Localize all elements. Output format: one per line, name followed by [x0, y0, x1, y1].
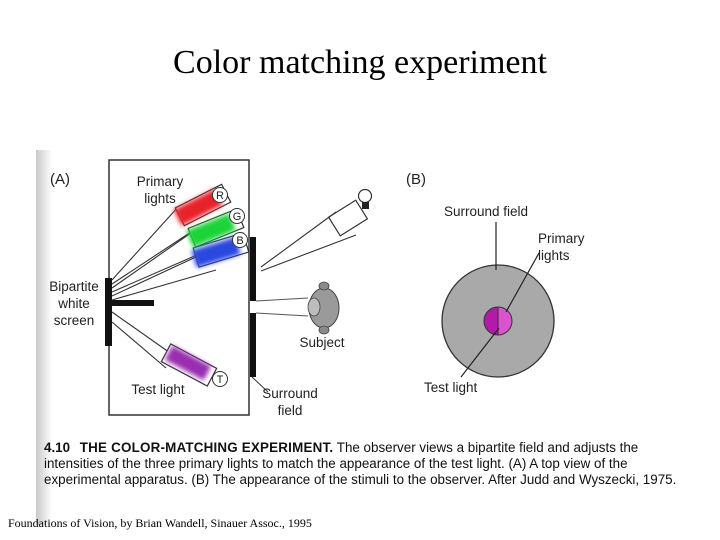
red-light-glow	[173, 188, 223, 226]
source-footer: Foundations of Vision, by Brian Wandell,…	[8, 516, 312, 530]
panel-a-label: (A)	[50, 171, 70, 188]
panel-a: (A)	[49, 159, 373, 418]
caption-figure-number: 4.10	[44, 440, 71, 455]
light-b-label: B	[236, 235, 243, 247]
figure-caption: 4.10 THE COLOR-MATCHING EXPERIMENT. The …	[44, 440, 694, 488]
green-light-glow	[186, 213, 236, 248]
test-light-label-b: Test light	[424, 380, 478, 395]
bulb-base	[362, 202, 369, 209]
surround-pointer	[251, 376, 269, 393]
subject-label: Subject	[299, 335, 344, 350]
colored-light-glow	[173, 188, 241, 268]
test-leader	[460, 327, 500, 378]
bipartite-label-line1: Bipartite	[49, 279, 99, 294]
bipartite-screen	[105, 278, 112, 346]
screen-divider	[112, 300, 154, 306]
surround-lamp	[260, 188, 373, 272]
surround-label-line1: Surround	[262, 386, 318, 401]
color-matching-figure: (A)	[49, 159, 585, 418]
primary-light-beams	[111, 206, 217, 301]
light-letters: R G B T	[212, 187, 248, 387]
slide-title: Color matching experiment	[173, 44, 547, 81]
test-light-label: Test light	[131, 382, 185, 397]
test-half-field	[498, 307, 512, 335]
caption-heading: THE COLOR-MATCHING EXPERIMENT.	[79, 440, 334, 455]
subject-head	[255, 281, 340, 335]
panel-b-label: (B)	[406, 171, 426, 188]
test-light-glow	[164, 345, 212, 381]
primary-lights-label-b-line1: Primary	[538, 231, 585, 246]
primary-half-field	[484, 307, 498, 335]
panel-b: (B) Surround field Primary lights Test l…	[406, 171, 585, 395]
light-t-circle	[212, 371, 228, 387]
primary-lights-label-line1: Primary	[137, 174, 184, 189]
surround-field-label: Surround field	[444, 204, 528, 219]
aperture-wall-upper	[250, 237, 256, 301]
surround-label-line2: field	[278, 403, 303, 418]
bulb	[357, 188, 373, 204]
primary-leader	[505, 252, 540, 313]
test-light-beams	[111, 311, 174, 369]
bipartite-label-line2: white	[57, 296, 90, 311]
light-r-circle	[212, 187, 228, 203]
caption-body: The observer views a bipartite field and…	[44, 440, 677, 487]
scan-edge-shadow	[36, 150, 52, 525]
aperture-wall-lower	[250, 313, 256, 377]
bipartite-label-line3: screen	[54, 313, 95, 328]
light-b-circle	[232, 232, 248, 248]
light-g-circle	[229, 208, 245, 224]
blue-light-glow	[191, 236, 241, 268]
primary-lights-label-b-line2: lights	[538, 248, 570, 263]
light-g-label: G	[233, 211, 242, 223]
light-r-label: R	[216, 190, 224, 202]
primary-lights-label-line2: lights	[144, 191, 176, 206]
light-t-label: T	[217, 374, 224, 386]
